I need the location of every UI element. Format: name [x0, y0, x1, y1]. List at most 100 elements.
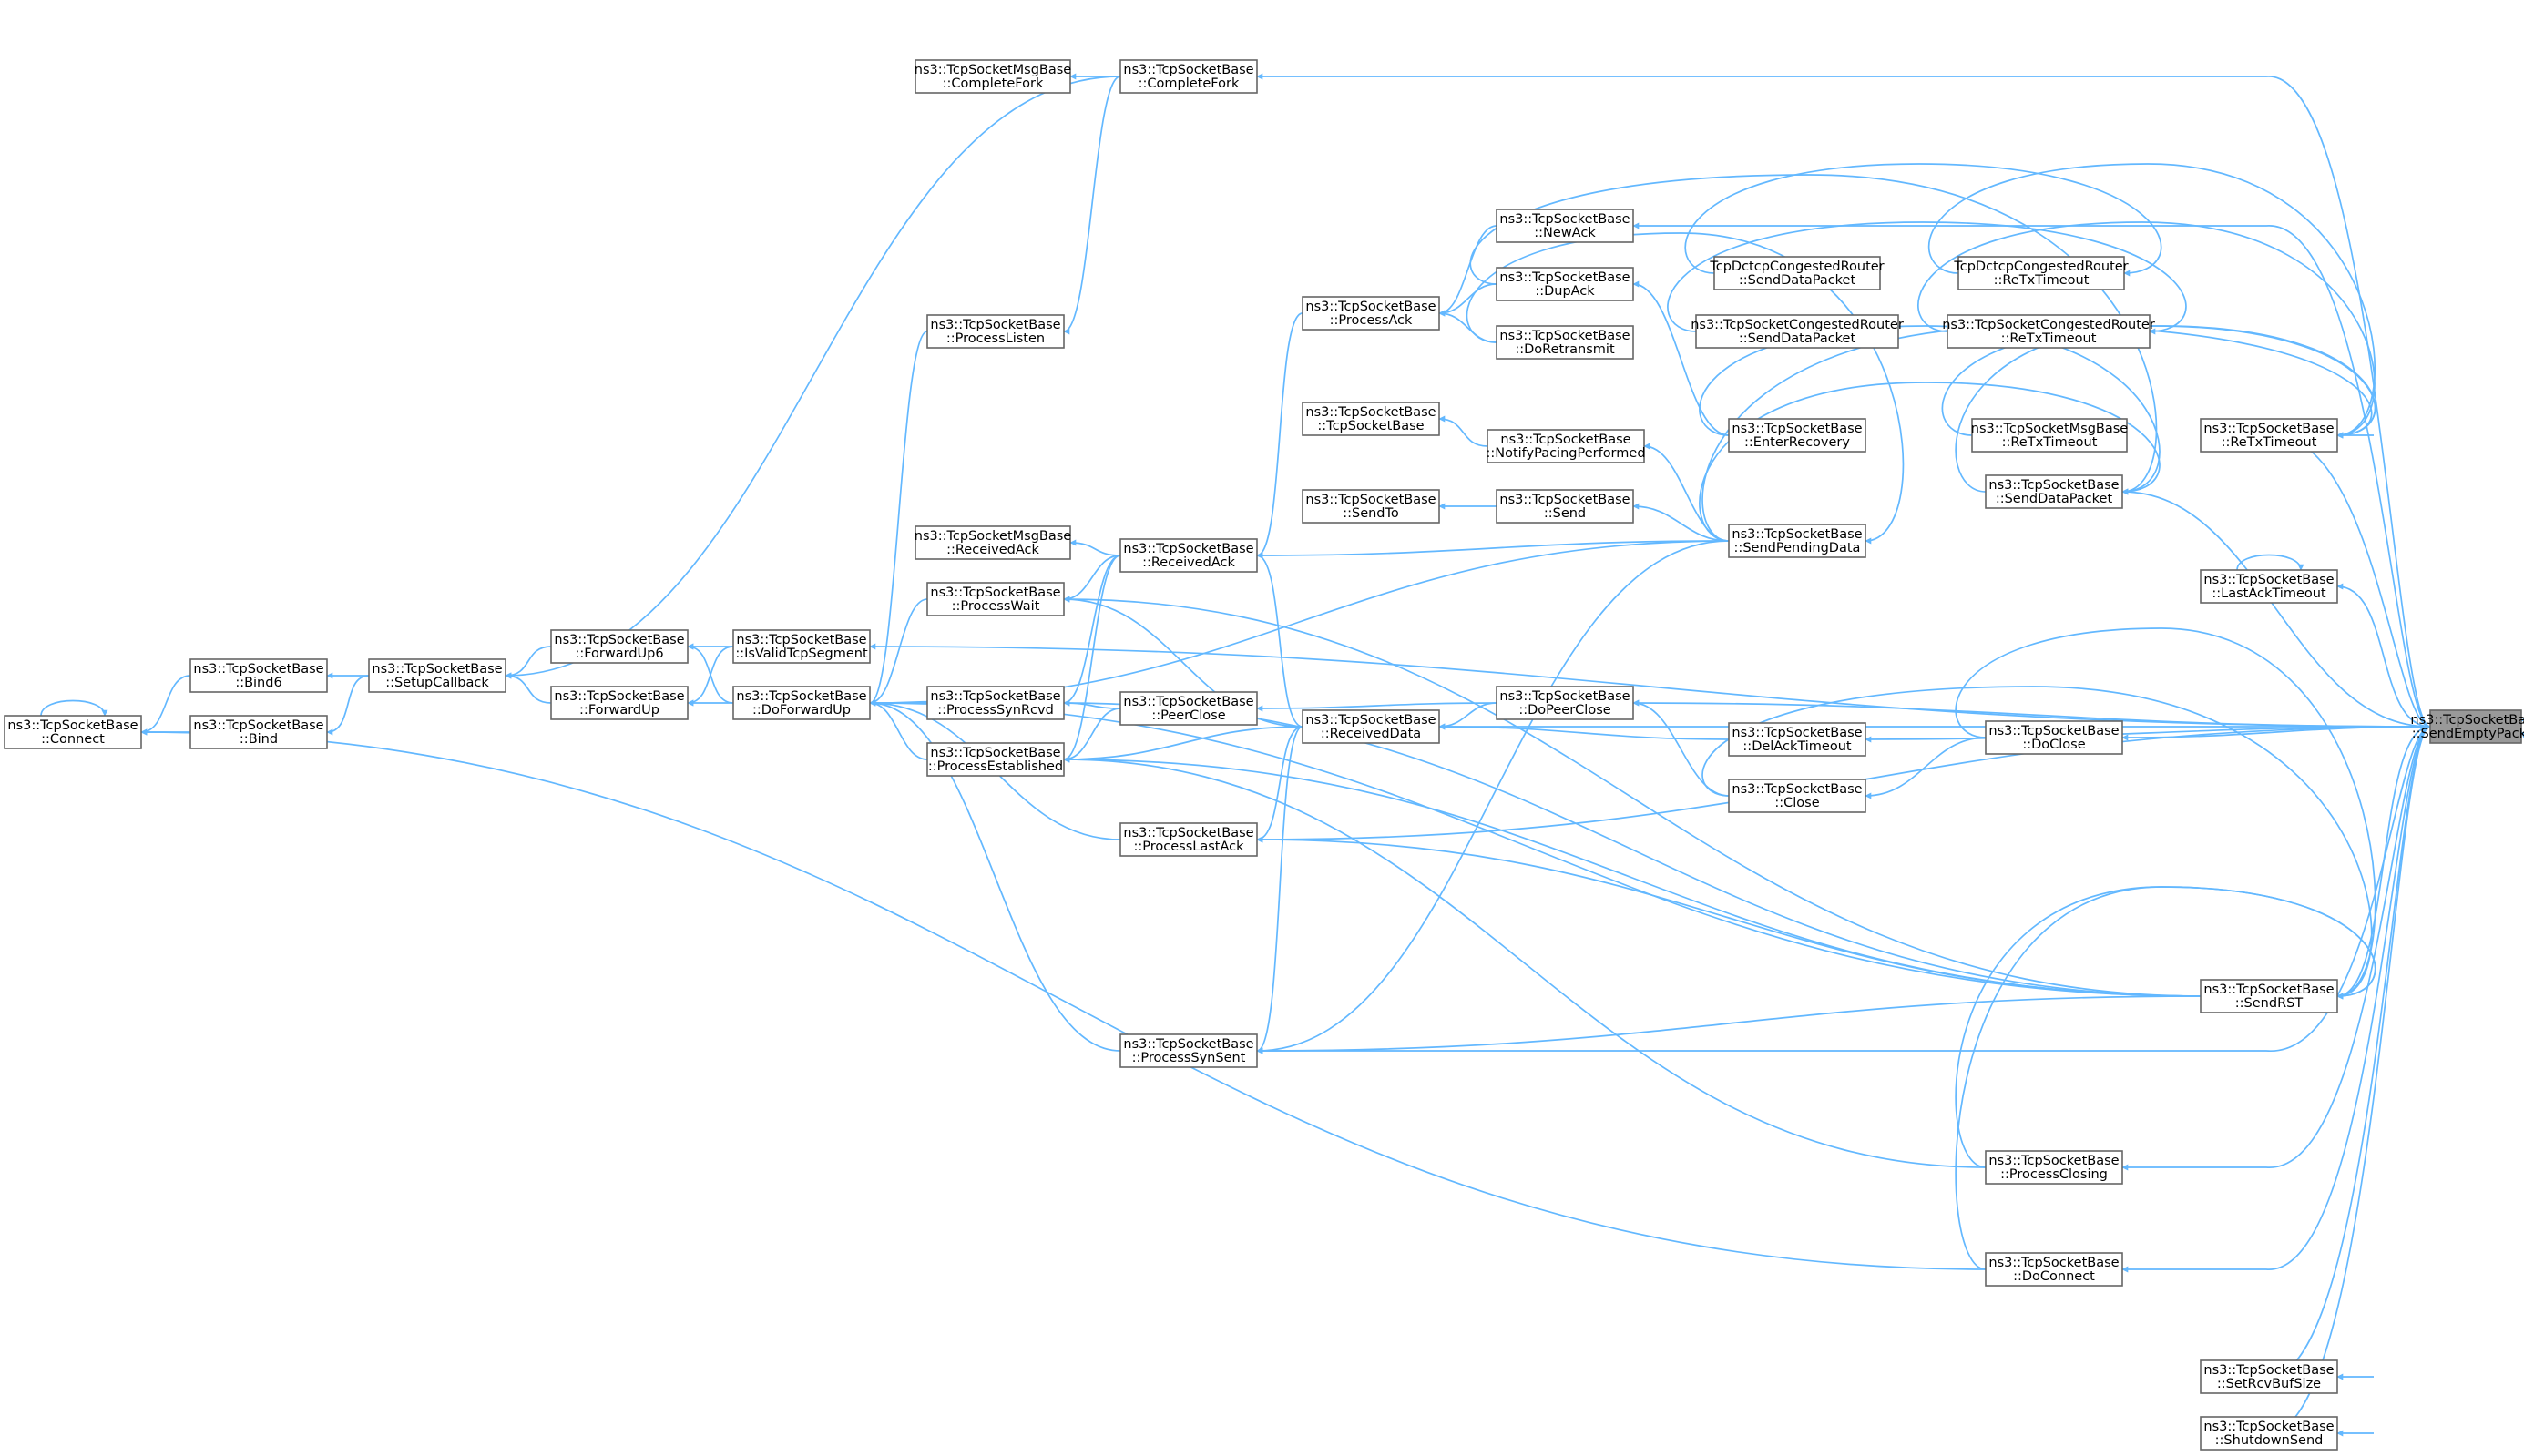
node-reTx[interactable]: ns3::TcpSocketBase::ReTxTimeout	[2200, 418, 2338, 453]
node-method-label: ::SendDataPacket	[1739, 331, 1856, 346]
node-msgReceivedAck[interactable]: ns3::TcpSocketMsgBase::ReceivedAck	[915, 525, 1072, 560]
node-dupAck[interactable]: ns3::TcpSocketBase::DupAck	[1496, 267, 1634, 301]
node-doClose[interactable]: ns3::TcpSocketBase::DoClose	[1985, 720, 2123, 755]
node-box	[1496, 489, 1634, 524]
call-edge-shutdownSend-to-sendEmpty	[2265, 726, 2431, 1437]
node-notifyPacing[interactable]: ns3::TcpSocketBase::NotifyPacingPerforme…	[1486, 429, 1646, 463]
node-method-label: ::ReceivedData	[1321, 727, 1421, 741]
node-box	[1119, 691, 1258, 726]
node-setRcvBuf[interactable]: ns3::TcpSocketBase::SetRcvBufSize	[2200, 1359, 2338, 1394]
node-doRetransmit[interactable]: ns3::TcpSocketBase::DoRetransmit	[1496, 325, 1634, 360]
node-dctcpReTx[interactable]: TcpDctcpCongestedRouter::ReTxTimeout	[1953, 256, 2129, 290]
node-method-label: ::ProcessAck	[1330, 313, 1413, 328]
node-box	[1728, 418, 1866, 453]
node-receivedAck[interactable]: ns3::TcpSocketBase::ReceivedAck	[1119, 538, 1258, 573]
node-class-label: ns3::TcpSocketBase	[1305, 713, 1436, 728]
call-edge-close-to-sendRST	[1701, 686, 2373, 1000]
call-edge-dupAck-to-processAck	[1438, 283, 1497, 317]
node-ctor[interactable]: ns3::TcpSocketBase::TcpSocketBase	[1302, 402, 1440, 436]
call-edge-sendPending-to-sendDataPacket	[1699, 382, 2161, 542]
node-bind6[interactable]: ns3::TcpSocketBase::Bind6	[189, 658, 328, 693]
node-box	[2200, 418, 2338, 453]
call-edge-peerClose-to-processEstablished	[1063, 708, 1121, 763]
node-box	[926, 314, 1065, 349]
node-setupCallback[interactable]: ns3::TcpSocketBase::SetupCallback	[368, 658, 506, 693]
node-class-label: TcpDctcpCongestedRouter	[1953, 260, 2128, 274]
node-connect[interactable]: ns3::TcpSocketBase::Connect	[4, 715, 142, 749]
node-enterRecovery[interactable]: ns3::TcpSocketBase::EnterRecovery	[1728, 418, 1866, 453]
call-edge-processClosing-to-processEstablished	[1063, 756, 1987, 1168]
node-processLastAck[interactable]: ns3::TcpSocketBase::ProcessLastAck	[1119, 822, 1258, 857]
node-congReTx[interactable]: ns3::TcpSocketCongestedRouter::ReTxTimeo…	[1942, 314, 2155, 349]
node-class-label: ns3::TcpSocketBase	[1305, 493, 1436, 507]
node-method-label: ::DoForwardUp	[752, 703, 851, 718]
node-method-label: ::SendRST	[2235, 996, 2304, 1011]
node-doForwardUp[interactable]: ns3::TcpSocketBase::DoForwardUp	[732, 686, 871, 720]
node-newAck[interactable]: ns3::TcpSocketBase::NewAck	[1496, 209, 1634, 243]
node-congSendData[interactable]: ns3::TcpSocketCongestedRouter::SendDataP…	[1691, 314, 1904, 349]
node-class-label: ns3::TcpSocketBase	[1988, 1154, 2119, 1168]
node-box	[1302, 402, 1440, 436]
call-edge-isValid-to-sendEmpty	[869, 643, 2431, 728]
node-sendTo[interactable]: ns3::TcpSocketBase::SendTo	[1302, 489, 1440, 524]
node-method-label: ::ReceivedAck	[946, 543, 1039, 557]
call-edge-doRetransmit-to-processAck	[1438, 310, 1497, 343]
node-method-label: ::ProcessEstablished	[928, 759, 1063, 774]
node-box	[732, 686, 871, 720]
call-edge-completeFork-to-processListen	[1063, 76, 1121, 335]
call-edge-doConnect-to-sendEmpty	[2121, 726, 2431, 1273]
call-edge-sendRST-to-processSynRcvd	[1063, 699, 2202, 997]
node-sendDataPacket[interactable]: ns3::TcpSocketBase::SendDataPacket	[1985, 474, 2123, 509]
node-processClosing[interactable]: ns3::TcpSocketBase::ProcessClosing	[1985, 1150, 2123, 1185]
call-edge-processClosing-to-sendEmpty	[2121, 726, 2431, 1171]
call-edge-setRcvBuf-to-sendEmpty	[2265, 726, 2431, 1380]
call-edge-sendRST-to-processSynSent	[1256, 995, 2202, 1054]
node-completeFork[interactable]: ns3::TcpSocketBase::CompleteFork	[1119, 59, 1258, 94]
node-lastAck[interactable]: ns3::TcpSocketBase::LastAckTimeout	[2200, 569, 2338, 604]
node-class-label: ns3::TcpSocketBase	[1500, 433, 1630, 447]
call-edge-dctcpSendData-to-dctcpReTx	[1684, 163, 2162, 277]
call-edge-sendPending-to-send	[1632, 503, 1730, 542]
node-method-label: ::SetupCallback	[385, 676, 489, 690]
node-isValid[interactable]: ns3::TcpSocketBase::IsValidTcpSegment	[732, 629, 871, 664]
node-delAck[interactable]: ns3::TcpSocketBase::DelAckTimeout	[1728, 722, 1866, 757]
node-sendEmpty[interactable]: ns3::TcpSocketBase::SendEmptyPacket	[2410, 709, 2524, 744]
node-processSynSent[interactable]: ns3::TcpSocketBase::ProcessSynSent	[1119, 1033, 1258, 1068]
node-box	[4, 715, 142, 749]
node-box	[1496, 686, 1634, 720]
node-doPeerClose[interactable]: ns3::TcpSocketBase::DoPeerClose	[1496, 686, 1634, 720]
node-method-label: ::NotifyPacingPerformed	[1486, 446, 1645, 461]
node-doConnect[interactable]: ns3::TcpSocketBase::DoConnect	[1985, 1252, 2123, 1287]
node-msgReTx[interactable]: ns3::TcpSocketMsgBase::ReTxTimeout	[1971, 418, 2129, 453]
node-method-label: ::ForwardUp	[579, 703, 659, 718]
edge-layer	[40, 73, 2524, 1437]
node-class-label: ns3::TcpSocketBase	[736, 633, 866, 647]
node-send[interactable]: ns3::TcpSocketBase::Send	[1496, 489, 1634, 524]
node-shutdownSend[interactable]: ns3::TcpSocketBase::ShutdownSend	[2200, 1416, 2338, 1451]
call-edge-newAck-to-processAck	[1438, 225, 1497, 317]
node-processListen[interactable]: ns3::TcpSocketBase::ProcessListen	[926, 314, 1065, 349]
node-close[interactable]: ns3::TcpSocketBase::Close	[1728, 779, 1866, 813]
node-processWait[interactable]: ns3::TcpSocketBase::ProcessWait	[926, 582, 1065, 616]
node-processAck[interactable]: ns3::TcpSocketBase::ProcessAck	[1302, 296, 1440, 331]
node-dctcpSendData[interactable]: TcpDctcpCongestedRouter::SendDataPacket	[1709, 256, 1885, 290]
node-box	[1496, 209, 1634, 243]
node-method-label: ::LastAckTimeout	[2212, 586, 2326, 601]
node-processSynRcvd[interactable]: ns3::TcpSocketBase::ProcessSynRcvd	[926, 686, 1065, 720]
node-sendPending[interactable]: ns3::TcpSocketBase::SendPendingData	[1728, 524, 1866, 558]
node-sendRST[interactable]: ns3::TcpSocketBase::SendRST	[2200, 979, 2338, 1013]
call-edge-forwardUp-to-setupCallback	[505, 672, 552, 704]
node-peerClose[interactable]: ns3::TcpSocketBase::PeerClose	[1119, 691, 1258, 726]
node-forwardUp6[interactable]: ns3::TcpSocketBase::ForwardUp6	[550, 629, 689, 664]
node-class-label: ns3::TcpSocketBase	[1499, 493, 1630, 507]
node-forwardUp[interactable]: ns3::TcpSocketBase::ForwardUp	[550, 686, 689, 720]
node-class-label: ns3::TcpSocketBase	[930, 585, 1060, 600]
node-class-label: ns3::TcpSocketBase	[372, 662, 502, 677]
call-edge-processAck-to-receivedAck	[1256, 312, 1303, 559]
node-processEstablished[interactable]: ns3::TcpSocketBase::ProcessEstablished	[926, 742, 1065, 777]
node-msgCompleteFork[interactable]: ns3::TcpSocketMsgBase::CompleteFork	[915, 59, 1072, 94]
node-bind[interactable]: ns3::TcpSocketBase::Bind	[189, 715, 328, 749]
node-receivedData[interactable]: ns3::TcpSocketBase::ReceivedData	[1302, 709, 1440, 744]
node-box	[1728, 524, 1866, 558]
node-class-label: ns3::TcpSocketBase	[2203, 983, 2334, 997]
